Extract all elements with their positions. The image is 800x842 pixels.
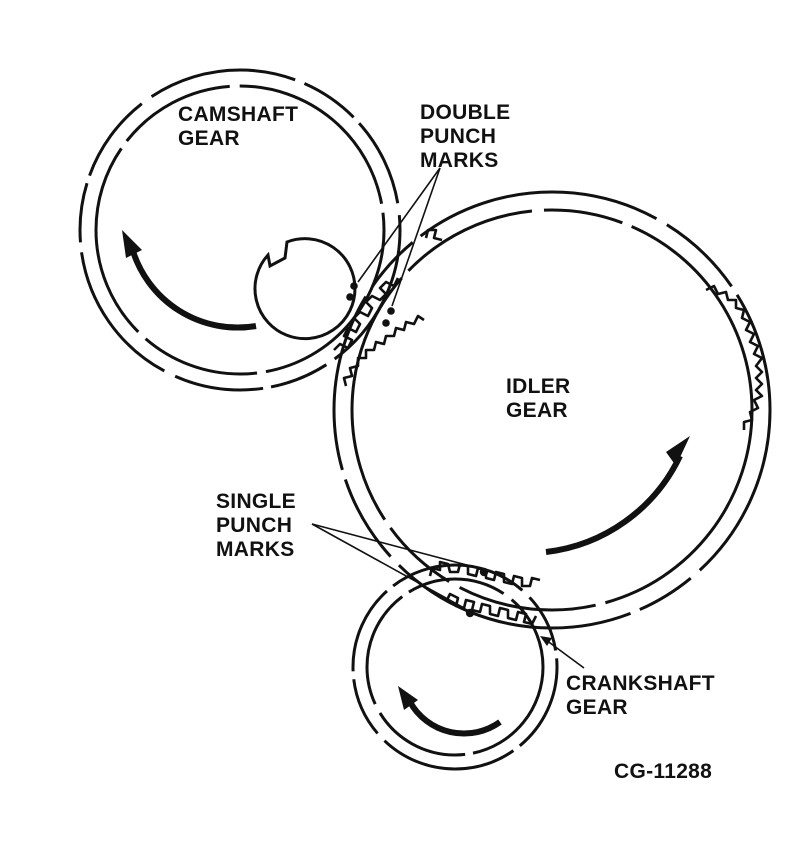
idler-gear-outer-ring xyxy=(332,190,772,630)
single-punch-leader-1 xyxy=(311,523,479,569)
single-punch-label-line1: SINGLE xyxy=(216,490,296,513)
idler-mesh-teeth xyxy=(342,314,425,387)
camshaft-gear-outer-ring xyxy=(78,68,402,392)
camshaft-arrow-head-icon xyxy=(122,230,142,258)
double-punch-mark-cam-1 xyxy=(350,282,358,290)
camshaft-gear-inner-ring xyxy=(94,84,386,376)
idler-teeth-right xyxy=(705,284,764,430)
crankshaft-leader xyxy=(545,639,585,669)
idler-rotation-arrow xyxy=(545,454,683,555)
crankshaft-gear-label-line1: CRANKSHAFT xyxy=(566,672,715,695)
idler-gear xyxy=(332,190,772,630)
labels: CAMSHAFT GEAR DOUBLE PUNCH MARKS IDLER G… xyxy=(178,101,715,783)
crankshaft-leader-arrowhead-icon xyxy=(540,636,552,646)
crankshaft-gear-outer-ring xyxy=(351,563,559,771)
single-punch-leader-2 xyxy=(311,523,465,609)
idler-gear-label-line1: IDLER xyxy=(506,375,571,398)
idler-crankshaft-mesh xyxy=(428,560,541,626)
camshaft-hub xyxy=(253,237,357,341)
camshaft-gear xyxy=(78,68,402,392)
single-punch-mark-crankshaft xyxy=(465,608,475,618)
double-punch-label-line3: MARKS xyxy=(420,149,499,172)
crankshaft-gear xyxy=(351,563,559,771)
figure-id: CG-11288 xyxy=(614,760,712,783)
double-punch-mark-idler-2 xyxy=(382,319,390,327)
leader-lines xyxy=(311,167,585,669)
camshaft-mesh-teeth xyxy=(333,277,400,351)
idler-teeth-top xyxy=(424,228,443,242)
camshaft-gear-label-line1: CAMSHAFT xyxy=(178,103,298,126)
camshaft-idler-mesh xyxy=(333,277,425,387)
camshaft-rotation-arrow xyxy=(129,247,257,331)
idler-gear-label-line2: GEAR xyxy=(506,399,568,422)
double-punch-mark-cam-2 xyxy=(346,293,354,301)
single-punch-label-line3: MARKS xyxy=(216,538,295,561)
crankshaft-gear-label-line2: GEAR xyxy=(566,696,628,719)
crankshaft-top-teeth xyxy=(444,592,538,626)
idler-arrow-head-icon xyxy=(666,436,690,466)
crankshaft-arrow-head-icon xyxy=(398,686,418,710)
crankshaft-rotation-arrow xyxy=(407,700,502,737)
double-punch-label-line1: DOUBLE xyxy=(420,101,510,124)
crankshaft-gear-inner-ring xyxy=(365,577,545,757)
camshaft-gear-label-line2: GEAR xyxy=(178,127,240,150)
single-punch-label-line2: PUNCH xyxy=(216,514,292,537)
double-punch-leader-2 xyxy=(391,167,441,307)
double-punch-label-line2: PUNCH xyxy=(420,125,496,148)
single-punch-mark-idler xyxy=(479,567,489,577)
double-punch-mark-idler-1 xyxy=(387,307,395,315)
double-punch-leader-1 xyxy=(357,167,441,283)
